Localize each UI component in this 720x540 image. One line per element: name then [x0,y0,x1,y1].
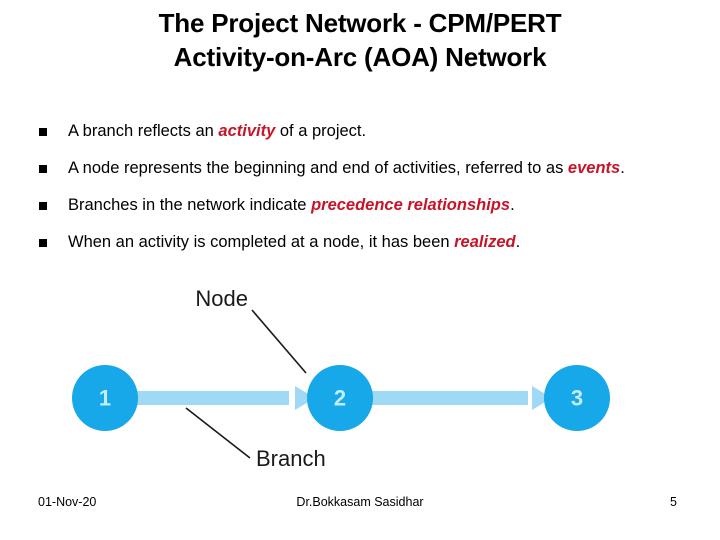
footer-page-number: 5 [670,495,677,509]
square-bullet-icon [39,238,47,247]
bullet-4-part-0: When an activity is completed at a node,… [68,232,455,251]
node-3-label: 3 [571,386,583,411]
list-item: When an activity is completed at a node,… [36,231,696,255]
bullet-2-part-0: A node represents the beginning and end … [68,158,568,177]
footer-author: Dr.Bokkasam Sasidhar [296,495,424,509]
bullet-2-part-2: . [620,158,625,177]
callout-branch-label: Branch [256,446,326,471]
bullet-text-2: A node represents the beginning and end … [68,159,625,177]
branch-2-3 [370,386,552,410]
list-item: A branch reflects an activity of a proje… [36,120,696,144]
callout-node-label: Node [195,286,248,311]
square-bullet-icon [39,128,47,136]
bullet-3-part-2: . [510,195,515,214]
list-item: Branches in the network indicate precede… [36,194,696,218]
title-line-2: Activity-on-Arc (AOA) Network [173,42,547,73]
bullet-text-1: A branch reflects an activity of a proje… [68,122,366,140]
square-bullet-icon [39,201,47,210]
bullet-4-part-2: . [515,232,521,251]
node-2[interactable]: 2 [307,365,373,431]
bullet-1-emphasis: activity [218,122,276,140]
bullet-4-emphasis: realized [454,232,516,251]
page-title: The Project Network - CPM/PERT Activity-… [0,6,720,75]
node-2-label: 2 [334,386,346,411]
bullet-2-emphasis: events [567,158,621,177]
callout-branch: Branch [185,407,326,471]
node-3[interactable]: 3 [544,365,610,431]
bullet-3-emphasis: precedence relationships [311,195,511,214]
bullet-1-part-2: of a project. [275,122,367,140]
bullet-text-4: When an activity is completed at a node,… [68,233,520,251]
footer-date: 01-Nov-20 [38,495,97,509]
list-item: A node represents the beginning and end … [36,157,696,181]
bullet-1-part-0: A branch reflects an [68,122,219,140]
bullet-list: A branch reflects an activity of a proje… [36,120,696,255]
bullet-3-part-0: Branches in the network indicate [68,195,312,214]
aoa-network-diagram: 1 2 3 Node Branch [0,278,720,478]
square-bullet-icon [39,164,47,173]
bullet-text-3: Branches in the network indicate precede… [68,196,515,214]
title-line-1: The Project Network - CPM/PERT [158,8,562,38]
node-1[interactable]: 1 [72,365,138,431]
callout-node: Node [195,286,307,374]
branch-1-2 [133,386,315,410]
node-1-label: 1 [99,386,111,411]
slide-footer: 01-Nov-20 Dr.Bokkasam Sasidhar 5 [0,495,720,517]
